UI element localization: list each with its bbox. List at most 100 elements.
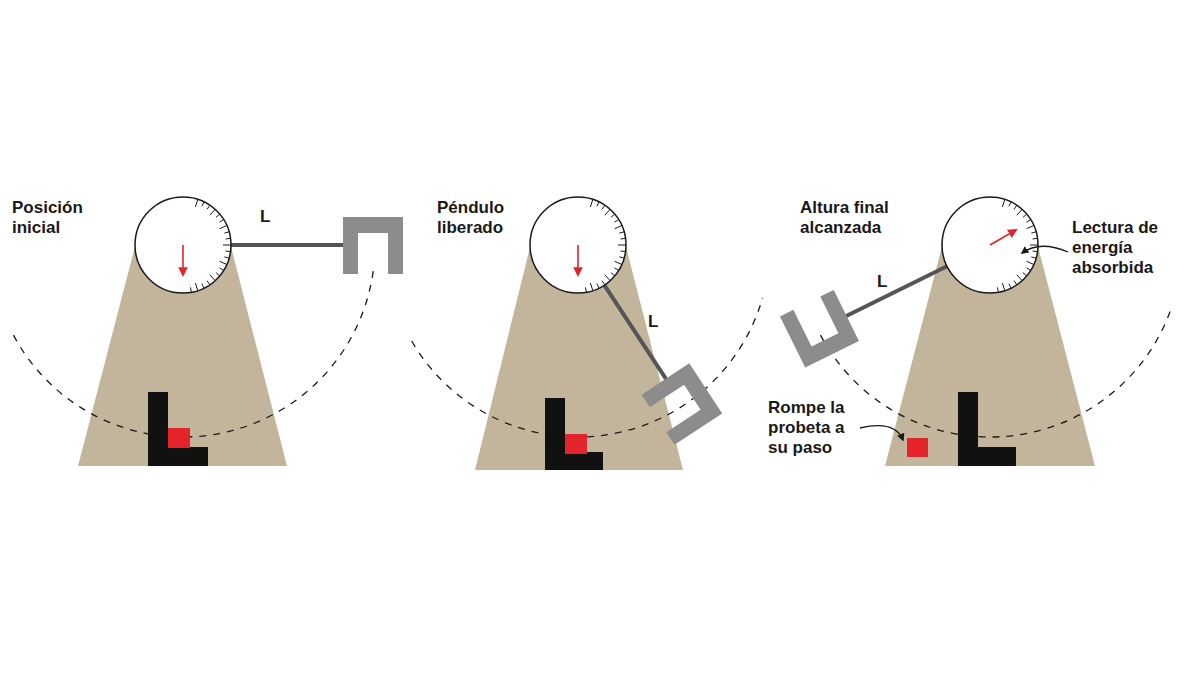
swing-arc <box>820 311 1170 437</box>
dial-tick <box>614 220 618 223</box>
hammer <box>343 217 403 274</box>
dial-tick <box>1017 275 1022 281</box>
dial-tick <box>611 273 615 276</box>
dial-tick <box>1017 209 1022 215</box>
dial-tick <box>621 238 626 240</box>
dial-tick <box>597 284 599 288</box>
dial-tick <box>202 284 204 288</box>
hammer <box>642 363 723 444</box>
dial-tick <box>207 281 210 285</box>
swing-arc <box>13 268 373 437</box>
dial-tick <box>615 261 622 264</box>
dial-tick <box>1009 284 1011 288</box>
dial-face <box>942 197 1038 293</box>
pendulum-arm <box>231 243 345 247</box>
dial <box>135 197 231 293</box>
dial-tick <box>615 225 622 228</box>
specimen <box>565 434 587 454</box>
anvil-support <box>545 398 603 470</box>
dial <box>942 197 1038 293</box>
panel-title: Posición inicial <box>12 198 112 238</box>
dial-tick <box>585 287 587 292</box>
pendulum <box>580 270 722 445</box>
dial-tick <box>618 245 626 246</box>
dial-tick <box>223 245 231 246</box>
dial-tick <box>1027 225 1034 228</box>
dial-tick <box>997 287 999 292</box>
dial-tick <box>1026 268 1030 271</box>
dial-tick <box>621 250 626 252</box>
dial-tick <box>605 275 610 281</box>
dial-tick <box>590 199 592 207</box>
callout-text: Rompe la probeta a su paso <box>768 398 858 458</box>
dial-tick <box>1002 283 1004 291</box>
panel-title: Altura final alcanzada <box>800 198 912 238</box>
arm-length: L <box>260 207 280 227</box>
dial-needle <box>577 245 579 275</box>
dial-needle <box>990 230 1016 245</box>
dial-tick <box>1033 238 1038 240</box>
dial-tick <box>207 205 210 209</box>
dial-tick <box>219 220 223 223</box>
dial-tick <box>1023 214 1027 217</box>
dial-tick <box>216 273 220 276</box>
dial-tick <box>1014 205 1017 209</box>
swing-path <box>13 268 1170 437</box>
dial-tick <box>611 214 615 217</box>
dial-tick <box>602 205 605 209</box>
dial-tick <box>226 250 231 252</box>
dial-tick <box>226 238 231 240</box>
dial-tick <box>1027 261 1034 264</box>
pendulum-arm <box>604 285 667 380</box>
dial-tick <box>219 268 223 271</box>
leader-arrow <box>1022 246 1068 253</box>
dial-tick <box>190 287 192 292</box>
pendulum <box>780 240 959 367</box>
dial-tick <box>202 202 204 206</box>
anvil-support <box>148 392 208 466</box>
pendulum <box>231 217 403 274</box>
dial-needle <box>182 245 184 275</box>
dial-tick <box>220 225 227 228</box>
arm-length: L <box>877 272 897 292</box>
dial-face <box>530 197 626 293</box>
panel-title: Péndulo liberado <box>437 198 537 238</box>
dial-tick <box>1023 273 1027 276</box>
dial-tick <box>216 214 220 217</box>
pendulum-arm <box>845 266 947 317</box>
dial-tick <box>1031 257 1036 258</box>
dial-tick <box>195 199 197 207</box>
arm-length: L <box>648 312 668 332</box>
dial-tick <box>210 275 215 281</box>
dial-tick <box>1002 199 1004 207</box>
dial-tick <box>1014 281 1017 285</box>
dial-tick <box>1031 232 1036 233</box>
dial-tick <box>614 268 618 271</box>
dial-tick <box>1033 250 1038 252</box>
hammer <box>780 290 859 368</box>
dial-face <box>135 197 231 293</box>
machine-frame <box>78 235 287 466</box>
dial-tick <box>224 257 229 258</box>
dial-tick <box>220 261 227 264</box>
dial-tick <box>619 257 624 258</box>
dial-tick <box>1026 220 1030 223</box>
dial-tick <box>1030 245 1038 246</box>
broken-specimen <box>907 438 928 457</box>
anvil-support <box>958 392 1016 466</box>
specimen <box>168 428 190 448</box>
dial <box>530 197 626 293</box>
leader-arrow <box>860 426 903 440</box>
callout-text: Lectura de energía absorbida <box>1072 218 1178 278</box>
dial-tick <box>195 283 197 291</box>
dial-tick <box>602 281 605 285</box>
dial-tick <box>605 209 610 215</box>
dial-tick <box>590 283 592 291</box>
dial-tick <box>210 209 215 215</box>
dial-tick <box>224 232 229 233</box>
dial-tick <box>1009 202 1011 206</box>
dial-tick <box>597 202 599 206</box>
